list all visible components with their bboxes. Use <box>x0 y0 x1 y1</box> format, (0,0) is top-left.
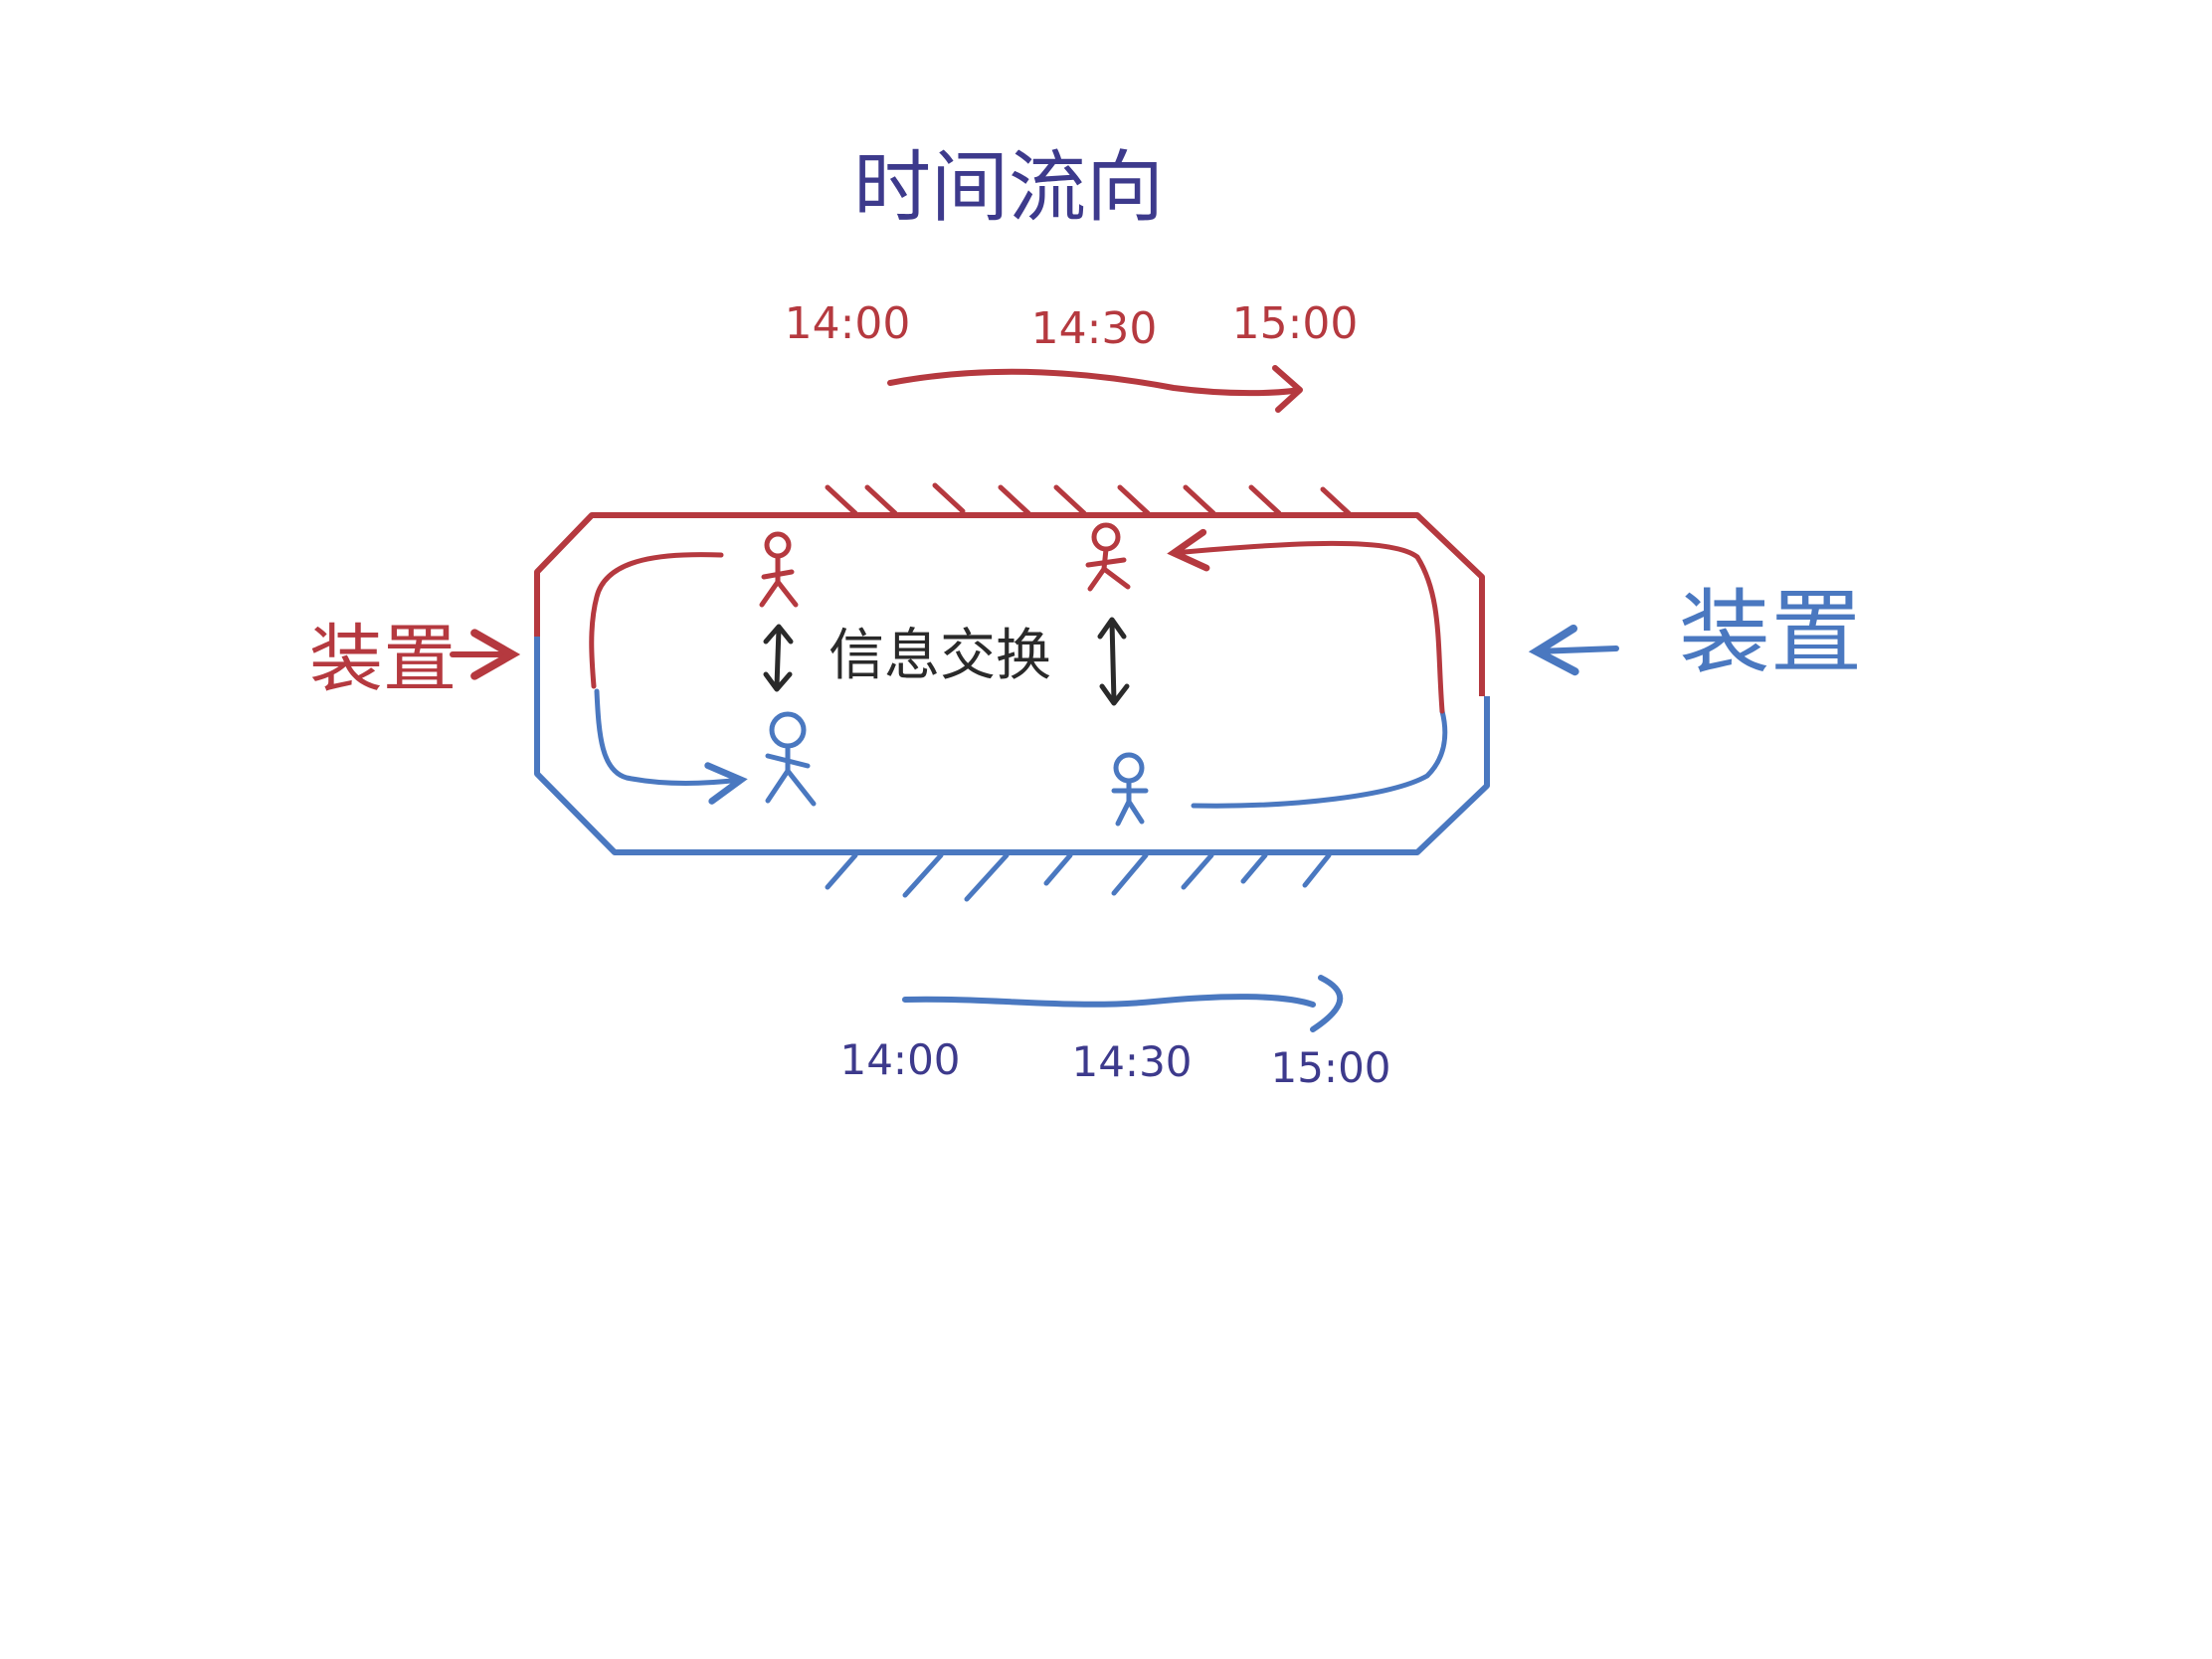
timeline-top-tick-2: 14:30 <box>1031 303 1158 354</box>
top-wall-hatching <box>825 482 1354 518</box>
device-left-label: 装置 <box>309 617 457 702</box>
person-blue-left-icon <box>765 711 817 807</box>
person-red-left-icon <box>759 531 799 608</box>
timeline-top: 14:00 14:30 15:00 <box>785 298 1359 413</box>
left-loop-blue <box>594 688 748 805</box>
bottom-wall-hatching <box>825 852 1332 902</box>
container-blue-half <box>534 637 1490 855</box>
person-blue-right-icon <box>1111 752 1149 827</box>
timeline-top-arrowhead <box>1272 365 1303 413</box>
timeline-bottom-tick-1: 14:00 <box>839 1035 960 1084</box>
timeline-bottom-arrow <box>902 994 1316 1008</box>
container-red-half <box>534 512 1485 696</box>
timeline-top-arrow <box>887 368 1301 397</box>
device-right-arrow <box>1528 624 1619 676</box>
right-loop-red <box>1167 528 1445 714</box>
device-left: 装置 <box>309 617 521 702</box>
timeline-bottom-arrowhead <box>1310 975 1344 1032</box>
device-right-label: 装置 <box>1679 580 1862 686</box>
device-right: 装置 <box>1528 580 1862 686</box>
exchange-arrow-left-icon <box>763 624 794 692</box>
timeline-top-tick-3: 15:00 <box>1232 298 1359 349</box>
timeline-bottom-tick-2: 14:30 <box>1071 1037 1192 1086</box>
title-text: 时间流向 <box>853 143 1164 233</box>
right-loop-blue <box>1191 708 1448 809</box>
timeline-bottom: 14:00 14:30 15:00 <box>839 975 1391 1092</box>
person-red-right-icon <box>1085 522 1131 592</box>
exchange-arrow-right-icon <box>1097 617 1130 706</box>
exchange-label: 信息交换 <box>829 624 1051 688</box>
timeline-bottom-tick-3: 15:00 <box>1270 1043 1390 1092</box>
left-loop-red <box>589 552 724 689</box>
timeline-top-tick-1: 14:00 <box>785 298 911 349</box>
